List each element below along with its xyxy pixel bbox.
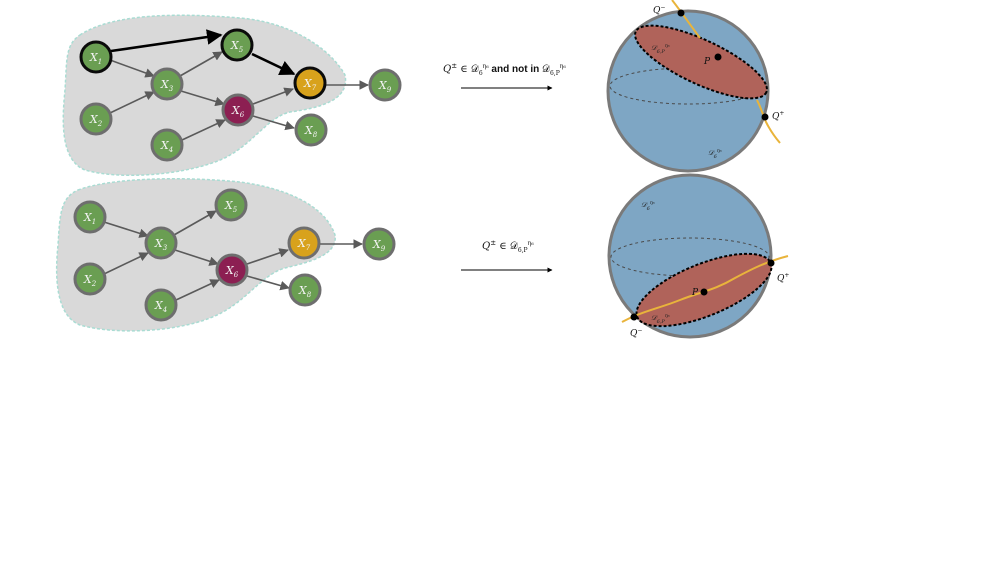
node-x4: X4 — [150, 128, 184, 162]
svg-text:Q± ∈ 𝒟6η₆ and not in 𝒟6,Pη₆: Q± ∈ 𝒟6η₆ and not in 𝒟6,Pη₆ — [443, 62, 566, 77]
node-x1: X1 — [79, 40, 113, 74]
node-b-x7: X7 — [287, 226, 321, 260]
bottom-p-label: P — [691, 288, 699, 298]
svg-text:X9: X9 — [372, 238, 386, 253]
edge-x2-x3 — [109, 91, 155, 114]
top-q-plus-point — [761, 113, 769, 121]
edge-b-x2-x3 — [103, 252, 149, 275]
svg-text:X7: X7 — [297, 237, 311, 252]
bottom-q-minus-point — [630, 313, 638, 321]
bottom-curve — [621, 255, 789, 323]
node-b-x8: X8 — [288, 273, 322, 307]
top-region-outer-label: 𝒟6η₆ — [708, 148, 722, 160]
edge-x6-x8 — [252, 115, 295, 131]
svg-text:X8: X8 — [298, 284, 312, 299]
node-x6: X6 — [221, 93, 255, 127]
bottom-region-inner-label: 𝒟6,Pη₆ — [651, 313, 670, 325]
edge-b-x3-x5 — [173, 210, 217, 236]
top-p-point — [714, 53, 722, 61]
node-b-x2: X2 — [73, 262, 107, 296]
svg-text:X6: X6 — [231, 104, 245, 119]
svg-text:X9: X9 — [378, 79, 392, 94]
svg-text:X7: X7 — [303, 77, 317, 92]
top-region-inner-label: 𝒟6,Pη₆ — [651, 43, 670, 55]
top-sphere: Q− P Q+ 𝒟6,Pη₆ 𝒟6η₆ — [606, 0, 784, 173]
edge-x3-x5 — [179, 51, 223, 77]
edge-b-x3-x6 — [174, 249, 219, 266]
node-b-x1: X1 — [73, 200, 107, 234]
top-region — [634, 24, 768, 100]
svg-text:X2: X2 — [89, 113, 103, 128]
bottom-sphere: Q− P Q+ 𝒟6,Pη₆ 𝒟6η₆ — [607, 173, 789, 339]
bottom-blob — [55, 177, 336, 332]
node-b-x5: X5 — [214, 188, 248, 222]
node-b-x4: X4 — [144, 288, 178, 322]
node-x9: X9 — [368, 68, 402, 102]
edge-x3-x6 — [180, 90, 225, 107]
edge-x1-x5-bold — [110, 29, 223, 53]
top-q-minus-point — [677, 9, 685, 17]
svg-text:X1: X1 — [83, 211, 96, 226]
bottom-q-plus-point — [767, 259, 775, 267]
top-q-plus-label: Q+ — [772, 110, 784, 122]
top-q-minus-label: Q− — [653, 4, 665, 16]
top-blob — [62, 14, 347, 177]
svg-text:X3: X3 — [160, 78, 174, 93]
svg-text:X2: X2 — [83, 273, 97, 288]
bottom-p-point — [700, 288, 708, 296]
edge-x1-x3 — [109, 59, 155, 78]
bottom-q-plus-label: Q+ — [777, 272, 789, 284]
edge-x4-x6 — [181, 119, 226, 141]
svg-text:X6: X6 — [225, 264, 239, 279]
bottom-caption: Q± ∈ 𝒟6,Pη₆ — [461, 239, 553, 273]
node-x2: X2 — [79, 102, 113, 136]
edge-b-x6-x8 — [246, 275, 290, 291]
node-x8: X8 — [294, 113, 328, 147]
node-x5: X5 — [220, 28, 254, 62]
bottom-graph: X1 X2 X3 X4 X5 X6 X7 X8 — [55, 177, 396, 332]
bottom-region-outer-label: 𝒟6η₆ — [641, 200, 655, 212]
bottom-q-minus-label: Q− — [630, 327, 642, 339]
svg-text:X8: X8 — [304, 124, 318, 139]
edge-x6-x7 — [252, 87, 294, 105]
svg-text:Q± ∈ 𝒟6,Pη₆: Q± ∈ 𝒟6,Pη₆ — [482, 239, 534, 254]
node-x3: X3 — [150, 67, 184, 101]
node-b-x6: X6 — [215, 253, 249, 287]
edge-b-x6-x7 — [246, 248, 289, 265]
svg-text:X4: X4 — [160, 139, 173, 154]
edge-x5-x7-bold — [251, 52, 296, 76]
svg-text:X5: X5 — [230, 39, 244, 54]
svg-text:X4: X4 — [154, 299, 167, 314]
edge-b-x4-x6 — [175, 279, 220, 301]
node-b-x9: X9 — [362, 227, 396, 261]
top-p-label: P — [703, 57, 711, 67]
svg-text:X3: X3 — [154, 237, 168, 252]
node-b-x3: X3 — [144, 226, 178, 260]
node-x7: X7 — [293, 66, 327, 100]
svg-text:X5: X5 — [224, 199, 238, 214]
top-graph: X1 X2 X3 X4 X5 X6 X7 X8 — [62, 14, 402, 177]
edge-b-x1-x3 — [103, 221, 149, 238]
svg-text:X1: X1 — [89, 51, 102, 66]
top-curve — [671, 0, 781, 144]
top-caption: Q± ∈ 𝒟6η₆ and not in 𝒟6,Pη₆ — [443, 62, 566, 91]
